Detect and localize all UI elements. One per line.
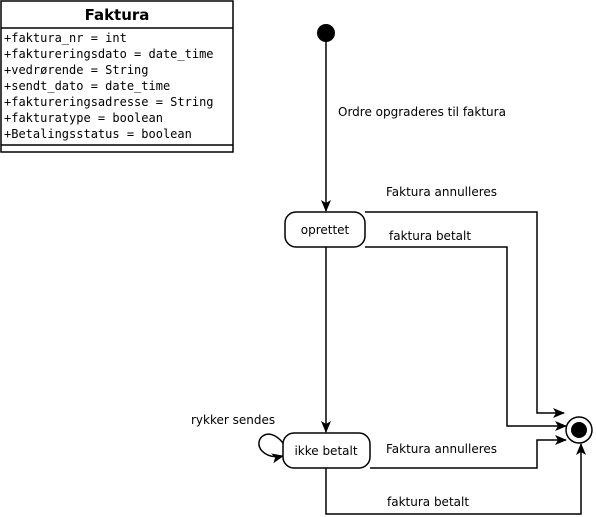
class-attribute: +faktura_nr = int xyxy=(4,31,127,45)
label-self-loop: rykker sendes xyxy=(191,413,275,427)
state-oprettet-box xyxy=(284,211,366,248)
initial-state xyxy=(317,24,335,42)
class-attribute: +vedrørende = String xyxy=(4,63,149,77)
label-ikke-betalt-betalt: faktura betalt xyxy=(387,495,469,509)
transition-ikke-betalt-annulleres xyxy=(370,435,567,469)
class-title: Faktura xyxy=(85,6,150,24)
transition-oprettet-annulleres xyxy=(365,211,565,418)
transition-self-loop xyxy=(258,433,284,464)
label-start-to-oprettet: Ordre opgraderes til faktura xyxy=(338,105,506,119)
class-attribute: +Betalingsstatus = boolean xyxy=(4,127,192,141)
class-attribute: +sendt_dato = date_time xyxy=(4,79,170,93)
state-oprettet-label: oprettet xyxy=(301,223,350,237)
state-ikke-betalt: ikke betalt xyxy=(282,432,371,469)
state-oprettet: oprettet xyxy=(284,211,366,248)
class-attribute: +fakturatype = boolean xyxy=(4,111,163,125)
final-state-dot xyxy=(571,422,587,438)
label-oprettet-betalt: faktura betalt xyxy=(389,229,471,243)
class-attribute: +faktureringsdato = date_time xyxy=(4,47,214,61)
class-attribute: +faktureringsadresse = String xyxy=(4,95,214,109)
class-box-faktura: Faktura +faktura_nr = int +faktureringsd… xyxy=(0,0,234,153)
transition-ikke-betalt-betalt xyxy=(325,443,586,515)
state-ikke-betalt-label: ikke betalt xyxy=(294,444,357,458)
label-ikke-betalt-annulleres: Faktura annulleres xyxy=(386,442,497,456)
final-state xyxy=(565,416,593,444)
transition-oprettet-betalt xyxy=(365,246,567,431)
label-oprettet-annulleres: Faktura annulleres xyxy=(386,185,497,199)
class-box-frame xyxy=(0,0,234,153)
